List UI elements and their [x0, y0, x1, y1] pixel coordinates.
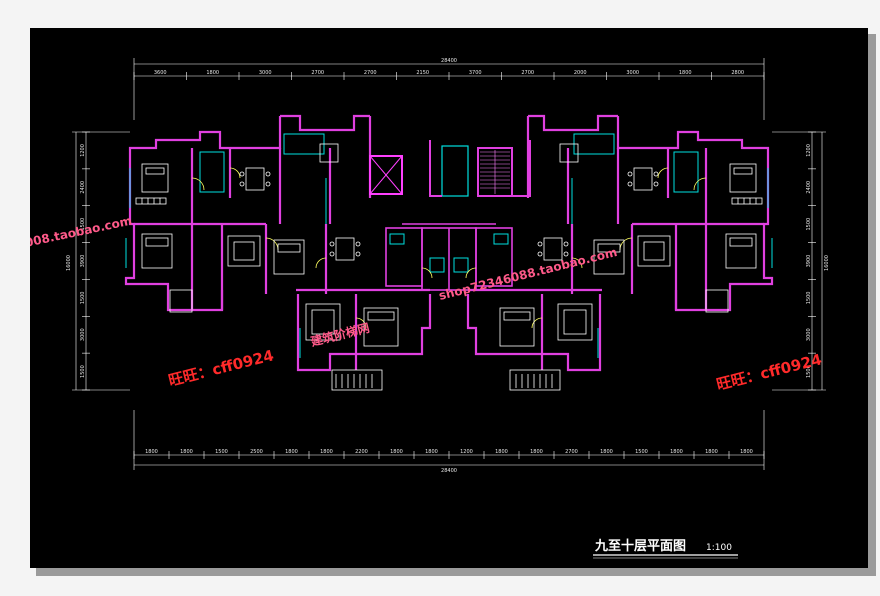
- top-dim-label: 2000: [574, 70, 587, 76]
- right-dim-label: 1200: [806, 144, 812, 157]
- right-dim-label: 3000: [806, 328, 812, 341]
- bottom-dim-label: 1200: [460, 449, 473, 455]
- bottom-dim-label: 1800: [740, 449, 753, 455]
- left-dim-label: 1500: [80, 291, 86, 304]
- top-dim-label: 1800: [679, 70, 692, 76]
- top-dim-label: 3000: [259, 70, 272, 76]
- top-dim-label: 3600: [154, 70, 167, 76]
- core-stair-elevator: [369, 140, 531, 225]
- top-segment-labels: 3600 1800 3000 2700 2700 2150 3700 2700 2000 3000…: [154, 70, 744, 76]
- bottom-dim-label: 1800: [320, 449, 333, 455]
- left-dim-label: 1200: [80, 144, 86, 157]
- left-overall-dim: 16000: [66, 255, 72, 271]
- top-dim-label: 3700: [469, 70, 482, 76]
- left-dim-label: 1500: [80, 365, 86, 378]
- watermark-wangwang-left: 旺旺：cff0924: [167, 346, 276, 390]
- building-floor-plan-icon: [124, 114, 774, 391]
- right-unit-walls: [466, 114, 774, 372]
- left-dimension-chain: [72, 131, 130, 391]
- bottom-dim-label: 1800: [530, 449, 543, 455]
- left-dim-label: 3900: [80, 255, 86, 268]
- left-dim-label: 2400: [80, 181, 86, 194]
- top-dim-label: 3000: [626, 70, 639, 76]
- right-dim-label: 2400: [806, 181, 812, 194]
- top-dim-label: 2150: [416, 70, 429, 76]
- cad-canvas: 28400 3600 1800 3000 2700 2700 2150 3700 2700 20…: [24, 28, 868, 568]
- furniture: [135, 143, 763, 347]
- bottom-overall-dim: 28400: [441, 468, 457, 474]
- right-segment-labels: 1200 2400 1500 3900 1500 3000 1500: [806, 144, 812, 378]
- right-dim-label: 1500: [806, 218, 812, 231]
- drawing-title: 九至十层平面图: [594, 538, 686, 554]
- right-overall-dim: 16000: [824, 255, 830, 271]
- left-dim-label: 3000: [80, 328, 86, 341]
- watermark-site: 建筑阶梯网: [308, 320, 371, 349]
- bottom-dim-label: 1800: [670, 449, 683, 455]
- balconies: [169, 289, 729, 391]
- top-dim-label: 2700: [364, 70, 377, 76]
- top-dim-label: 2700: [311, 70, 324, 76]
- right-dim-label: 3900: [806, 255, 812, 268]
- top-overall-dim: 28400: [441, 58, 457, 64]
- bottom-dim-label: 1800: [705, 449, 718, 455]
- bottom-dim-label: 2500: [250, 449, 263, 455]
- windows-and-fixtures: [125, 133, 773, 358]
- right-dimension-chain: [772, 131, 826, 391]
- bottom-dim-label: 1500: [215, 449, 228, 455]
- top-dimension-chain: [133, 58, 765, 120]
- bottom-segment-labels: 1800 1800 1500 2500 1800 1800 2200 1800 1800 1200…: [145, 449, 753, 455]
- bottom-dim-label: 2700: [565, 449, 578, 455]
- right-dim-label: 1500: [806, 291, 812, 304]
- bottom-dim-label: 1500: [635, 449, 648, 455]
- bottom-dim-label: 1800: [180, 449, 193, 455]
- frame-shadow-bottom: [36, 568, 876, 576]
- top-dim-label: 1800: [206, 70, 219, 76]
- bottom-dim-label: 1800: [425, 449, 438, 455]
- watermark-shop: shop72346088.taobao.com: [437, 245, 618, 303]
- frame-shadow-right: [868, 34, 876, 572]
- floor-plan-svg: 28400 3600 1800 3000 2700 2700 2150 3700 2700 20…: [24, 58, 830, 559]
- bottom-dim-label: 2200: [355, 449, 368, 455]
- left-segment-labels: 1200 2400 1500 3900 1500 3000 1500: [80, 144, 86, 378]
- bottom-dimension-chain: [133, 410, 765, 470]
- bottom-dim-label: 1800: [390, 449, 403, 455]
- bottom-dim-label: 1800: [145, 449, 158, 455]
- top-dim-label: 2800: [731, 70, 744, 76]
- bottom-dim-label: 1800: [600, 449, 613, 455]
- right-dim-label: 1500: [806, 365, 812, 378]
- bottom-dim-label: 1800: [495, 449, 508, 455]
- drawing-scale: 1:100: [706, 543, 732, 553]
- left-dim-label: 1500: [80, 218, 86, 231]
- top-dim-label: 2700: [521, 70, 534, 76]
- bottom-dim-label: 1800: [285, 449, 298, 455]
- door-swings: [191, 167, 707, 329]
- central-bathrooms: [385, 227, 513, 291]
